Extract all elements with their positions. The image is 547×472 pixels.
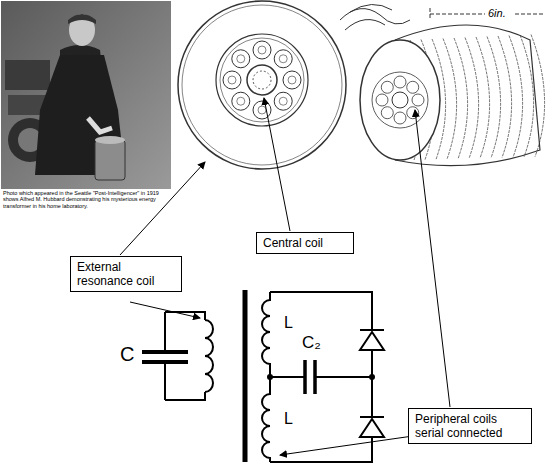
schematic xyxy=(142,290,384,462)
callout-box: Central coil xyxy=(256,232,354,254)
component-label: L xyxy=(284,410,293,428)
component-label: C xyxy=(120,343,134,366)
component-label: L xyxy=(284,314,293,332)
component-label: C₂ xyxy=(302,333,321,353)
callout-text: Central coil xyxy=(263,236,347,250)
callout-box: External resonance coil xyxy=(70,256,182,292)
photo-caption: Photo which appeared in the Seattle "Pos… xyxy=(3,190,169,209)
callout-text: Peripheral coils serial connected xyxy=(415,412,525,440)
dimension: 6in. xyxy=(488,7,506,19)
photo xyxy=(0,1,172,209)
callout-box: Peripheral coils serial connected xyxy=(408,408,532,444)
device-sketch xyxy=(178,1,545,169)
callout-text: External resonance coil xyxy=(77,260,175,288)
